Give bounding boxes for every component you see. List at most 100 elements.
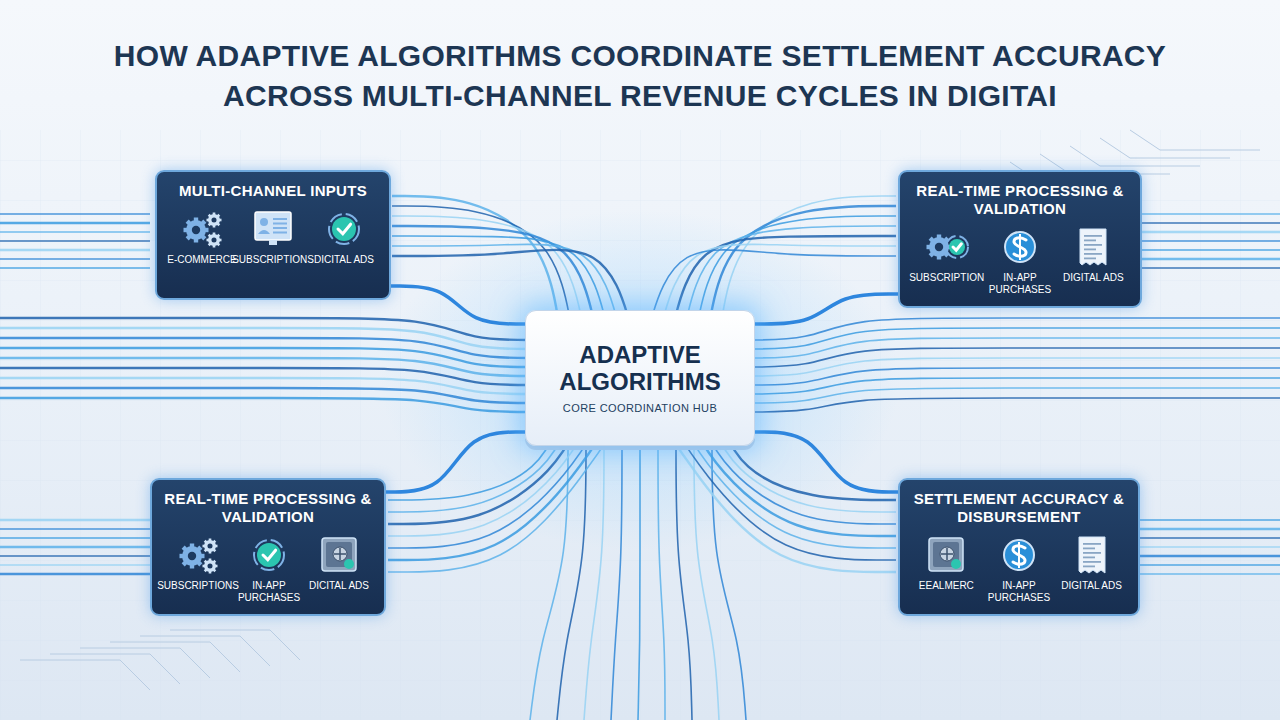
circuit-trace bbox=[50, 654, 180, 684]
circuit-trace bbox=[170, 630, 300, 660]
channel-label: DIGITAL ADS bbox=[1063, 272, 1124, 284]
check-icon bbox=[946, 236, 968, 258]
flow-strand bbox=[1140, 528, 1280, 530]
circuit-trace bbox=[20, 660, 150, 690]
hub-box: ADAPTIVE ALGORITHMS CORE COORDINATION HUB bbox=[525, 310, 755, 446]
circuit-trace bbox=[1100, 138, 1230, 158]
channel-icon bbox=[923, 534, 969, 576]
diagram-title: HOW ADAPTIVE ALGORITHMS COORDINATE SETTL… bbox=[90, 36, 1190, 116]
flow-strand bbox=[1142, 231, 1280, 233]
channel-item: DIGITAL ADS bbox=[1057, 226, 1129, 284]
flow-strand bbox=[0, 213, 150, 215]
flow-strand bbox=[1140, 546, 1280, 548]
channel-item: DICITAL ADS bbox=[304, 534, 374, 592]
flow-strand bbox=[676, 430, 692, 720]
circuit-trace bbox=[1070, 146, 1200, 166]
flow-strand bbox=[1142, 258, 1280, 260]
channel-panel: MULTI-CHANNEL INPUTS E-COMMERCESUBSCRIPTI… bbox=[155, 170, 391, 300]
flow-strand bbox=[0, 519, 150, 521]
flow-strand bbox=[740, 358, 1280, 376]
flow-strand bbox=[0, 240, 150, 242]
channel-item: SUBSCRIPTIONS bbox=[162, 534, 234, 592]
channel-label: E-COMMERCE bbox=[167, 254, 236, 266]
channel-icon bbox=[316, 534, 362, 576]
hub-title: ADAPTIVE ALGORITHMS bbox=[542, 341, 738, 395]
channel-label: DICITAL ADS bbox=[309, 580, 369, 592]
channel-icon bbox=[1069, 534, 1115, 576]
flow-strand bbox=[0, 222, 150, 224]
channel-icon bbox=[924, 226, 970, 268]
channel-label: IN-APP PURCHASES bbox=[234, 580, 304, 604]
channel-panel: REAL-TIME PROCESSING & VALIDATION SUBSCRI… bbox=[898, 170, 1142, 308]
icon-row: E-COMMERCESUBSCRIPTIONSDICITAL ADS bbox=[167, 208, 379, 266]
flow-strand bbox=[557, 430, 586, 720]
channel-item: IN-APP PURCHASES bbox=[984, 226, 1056, 296]
flow-connector bbox=[391, 286, 525, 324]
icon-row: SUBSCRIPTIONSIN-APP PURCHASES DICITAL ADS bbox=[162, 534, 374, 604]
flow-strand bbox=[1140, 519, 1280, 521]
flow-strand bbox=[0, 267, 150, 269]
circuit-trace bbox=[1130, 130, 1260, 150]
flow-strand bbox=[0, 388, 540, 403]
flow-strand bbox=[1142, 222, 1280, 224]
flow-strand bbox=[740, 318, 1280, 340]
flow-strand bbox=[638, 430, 640, 720]
flow-strand bbox=[740, 368, 1280, 385]
channel-label: EEALMERC bbox=[919, 580, 974, 592]
circuit-trace bbox=[110, 642, 240, 672]
flow-strand bbox=[0, 546, 150, 548]
channel-label: SUBSCRIPTIONS bbox=[232, 254, 314, 266]
check-icon bbox=[329, 214, 359, 244]
flow-strand bbox=[0, 398, 540, 412]
panel-heading: MULTI-CHANNEL INPUTS bbox=[167, 182, 379, 200]
flow-strand bbox=[0, 231, 150, 233]
channel-label: SUBSCRIPTIONS bbox=[157, 580, 239, 592]
flow-connector bbox=[386, 432, 525, 492]
panel-heading: REAL-TIME PROCESSING & VALIDATION bbox=[162, 490, 374, 526]
channel-icon bbox=[321, 208, 367, 250]
channel-item: IN-APP PURCHASES bbox=[983, 534, 1055, 604]
gear-icon bbox=[184, 218, 209, 243]
channel-icon bbox=[175, 534, 221, 576]
channel-icon bbox=[246, 534, 292, 576]
flow-strand bbox=[0, 564, 150, 566]
gear-icon bbox=[207, 213, 222, 228]
hub-subtitle: CORE COORDINATION HUB bbox=[542, 401, 738, 415]
channel-label: IN-APP PURCHASES bbox=[984, 272, 1056, 296]
flow-strand bbox=[1142, 249, 1280, 251]
channel-item: EEALMERC bbox=[910, 534, 982, 592]
flow-strand bbox=[712, 430, 746, 720]
channel-label: SUBSCRIPTION bbox=[909, 272, 984, 284]
flow-strand bbox=[740, 388, 1280, 403]
flow-strand bbox=[740, 398, 1280, 412]
panel-heading: SETTLEMENT ACCURACY & DISBURSEMENT bbox=[912, 490, 1127, 526]
flow-strand bbox=[1140, 573, 1280, 575]
channel-panel: SETTLEMENT ACCURACY & DISBURSEMENT EEALME… bbox=[898, 478, 1140, 616]
channel-panel: REAL-TIME PROCESSING & VALIDATION SUBSCRI… bbox=[150, 478, 386, 616]
flow-strand bbox=[1140, 564, 1280, 566]
channel-icon bbox=[997, 226, 1043, 268]
flow-strand bbox=[584, 430, 604, 720]
flow-strand bbox=[0, 537, 150, 539]
channel-item: IN-APP PURCHASES bbox=[234, 534, 304, 604]
flow-strand bbox=[0, 555, 150, 557]
channel-item: DIGITAL ADS bbox=[1056, 534, 1128, 592]
panel-heading: REAL-TIME PROCESSING & VALIDATION bbox=[913, 182, 1128, 218]
gear-icon bbox=[203, 539, 218, 554]
circuit-trace bbox=[140, 636, 270, 666]
icon-row: EEALMERC IN-APP PURCHASESDIGITAL ADS bbox=[910, 534, 1128, 604]
channel-icon bbox=[1070, 226, 1116, 268]
gear-icon bbox=[207, 233, 222, 248]
flow-strand bbox=[1142, 240, 1280, 242]
gear-icon bbox=[203, 559, 218, 574]
circuit-trace bbox=[80, 648, 210, 678]
flow-connector bbox=[755, 432, 898, 492]
flow-connector bbox=[755, 294, 898, 324]
channel-label: DICITAL ADS bbox=[314, 254, 374, 266]
channel-icon bbox=[250, 208, 296, 250]
check-icon bbox=[254, 540, 284, 570]
flow-strand bbox=[0, 249, 150, 251]
flow-strand bbox=[611, 430, 622, 720]
gear-icon bbox=[926, 235, 951, 260]
